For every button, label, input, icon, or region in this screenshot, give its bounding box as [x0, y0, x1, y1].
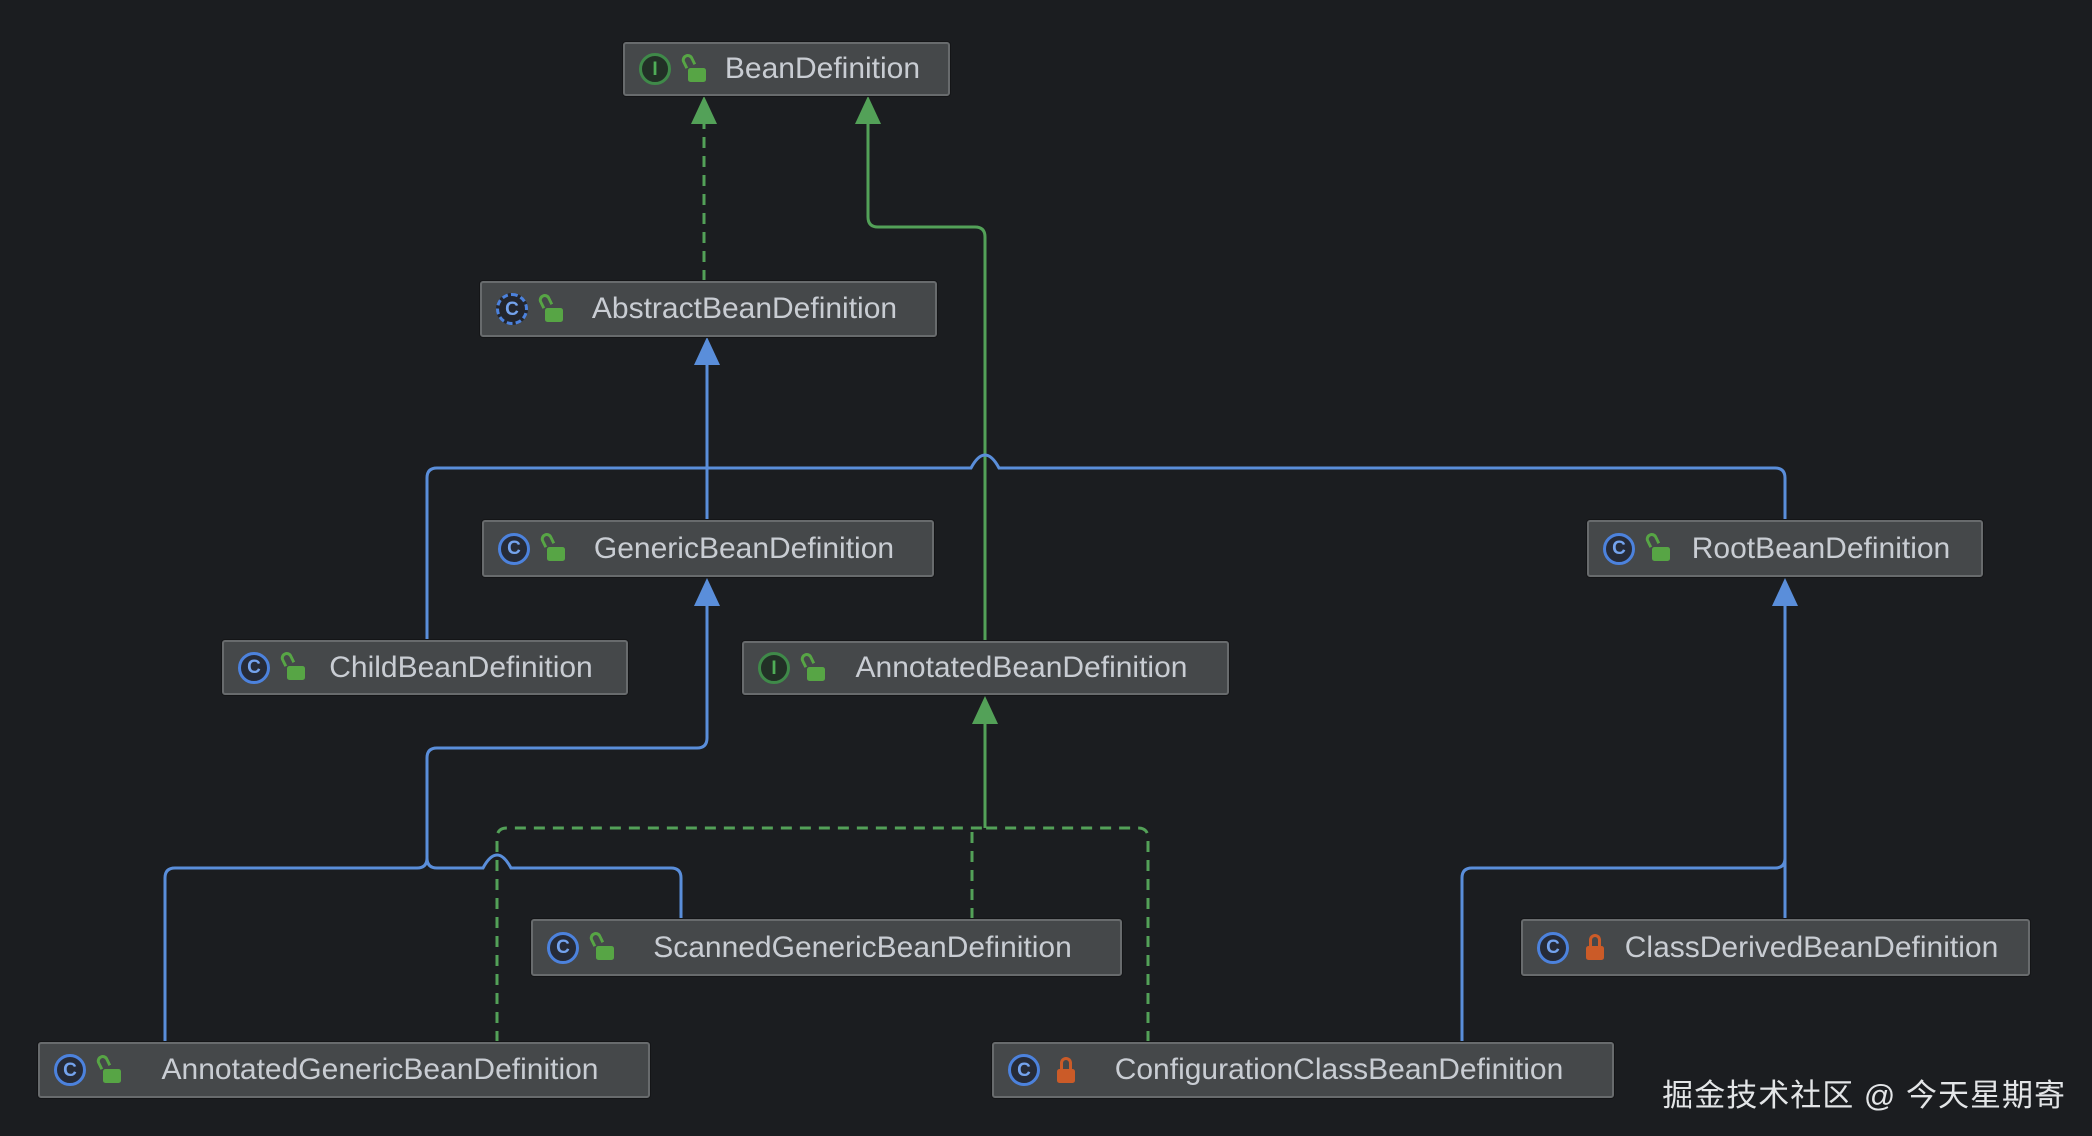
arrowhead-extends-abstractbeandefinition [694, 337, 720, 365]
class-icon [547, 931, 579, 964]
interface-icon [758, 652, 790, 684]
class-name: ConfigurationClassBeanDefinition [1114, 1053, 1564, 1086]
class-name: AnnotatedBeanDefinition [855, 651, 1188, 684]
class-name: AbstractBeanDefinition [591, 292, 898, 325]
class-icon [498, 532, 530, 565]
class-icon [54, 1054, 86, 1086]
arrowhead-extends-beandefinition [855, 96, 881, 124]
unlocked-icon [283, 654, 307, 681]
edge-configurationclassbeandefinition-extends-rootbeandefinition [1460, 857, 1787, 1042]
unlocked-icon [684, 56, 708, 83]
node-abstractbeandefinition[interactable]: AbstractBeanDefinition [480, 281, 937, 337]
class-icon [1537, 931, 1569, 964]
locked-icon [1582, 934, 1606, 961]
unlocked-icon [541, 296, 565, 323]
unlocked-icon [803, 655, 827, 682]
class-name: ScannedGenericBeanDefinition [653, 930, 1072, 964]
class-icon [238, 651, 270, 684]
class-name: GenericBeanDefinition [593, 531, 895, 565]
unlocked-icon [543, 535, 567, 562]
edge-annotatedgenericbeandefinition-extends-genericbeandefinition [163, 857, 429, 1042]
class-name: BeanDefinition [724, 52, 921, 85]
unlocked-icon [99, 1057, 123, 1084]
node-classderivedbeandefinition[interactable]: ClassDerivedBeanDefinition [1521, 919, 2030, 976]
node-scannedgenericbeandefinition[interactable]: ScannedGenericBeanDefinition [531, 919, 1122, 976]
edge-scannedgenericbeandefinition-extends-genericbeandefinition [425, 853, 683, 919]
edge-configurationclassbeandefinition-implements-annotatedbeandefinition [985, 826, 1150, 1042]
arrowhead-extends-rootbeandefinition [1772, 578, 1798, 606]
node-configurationclassbeandefinition[interactable]: ConfigurationClassBeanDefinition [992, 1042, 1614, 1098]
class-name: ChildBeanDefinition [329, 650, 593, 684]
node-annotatedgenericbeandefinition[interactable]: AnnotatedGenericBeanDefinition [38, 1042, 650, 1098]
node-childbeandefinition[interactable]: ChildBeanDefinition [222, 640, 628, 695]
locked-icon [1053, 1056, 1077, 1084]
unlocked-icon [592, 934, 616, 961]
edge-annotatedbeandefinition-extends-beandefinition [866, 124, 987, 641]
node-rootbeandefinition[interactable]: RootBeanDefinition [1587, 520, 1983, 577]
interface-icon [639, 53, 671, 85]
unlocked-icon [1648, 535, 1672, 562]
class-name: RootBeanDefinition [1691, 531, 1951, 565]
abstract-class-icon [496, 293, 528, 325]
class-name: AnnotatedGenericBeanDefinition [161, 1053, 599, 1086]
node-annotatedbeandefinition[interactable]: AnnotatedBeanDefinition [742, 641, 1229, 695]
node-genericbeandefinition[interactable]: GenericBeanDefinition [482, 520, 934, 577]
watermark-text: 掘金技术社区 @ 今天星期寄 [1662, 1078, 2066, 1113]
edge-stem-extends-genericbeandefinition [425, 606, 709, 858]
arrowhead-implements-annotatedbeandefinition [972, 696, 998, 724]
class-name: ClassDerivedBeanDefinition [1624, 930, 1999, 964]
edge-annotatedgenericbeandefinition-implements-annotatedbeandefinition [495, 826, 985, 1042]
class-icon [1008, 1054, 1040, 1086]
arrowhead-extends-genericbeandefinition [694, 578, 720, 606]
class-icon [1603, 532, 1635, 565]
edge-rootbeandefinition-extends-abstractbeandefinition [707, 453, 1787, 520]
arrowhead-implements-beandefinition [691, 96, 717, 124]
node-beandefinition[interactable]: BeanDefinition [623, 42, 950, 96]
edge-childbeandefinition-extends-abstractbeandefinition [425, 466, 707, 640]
